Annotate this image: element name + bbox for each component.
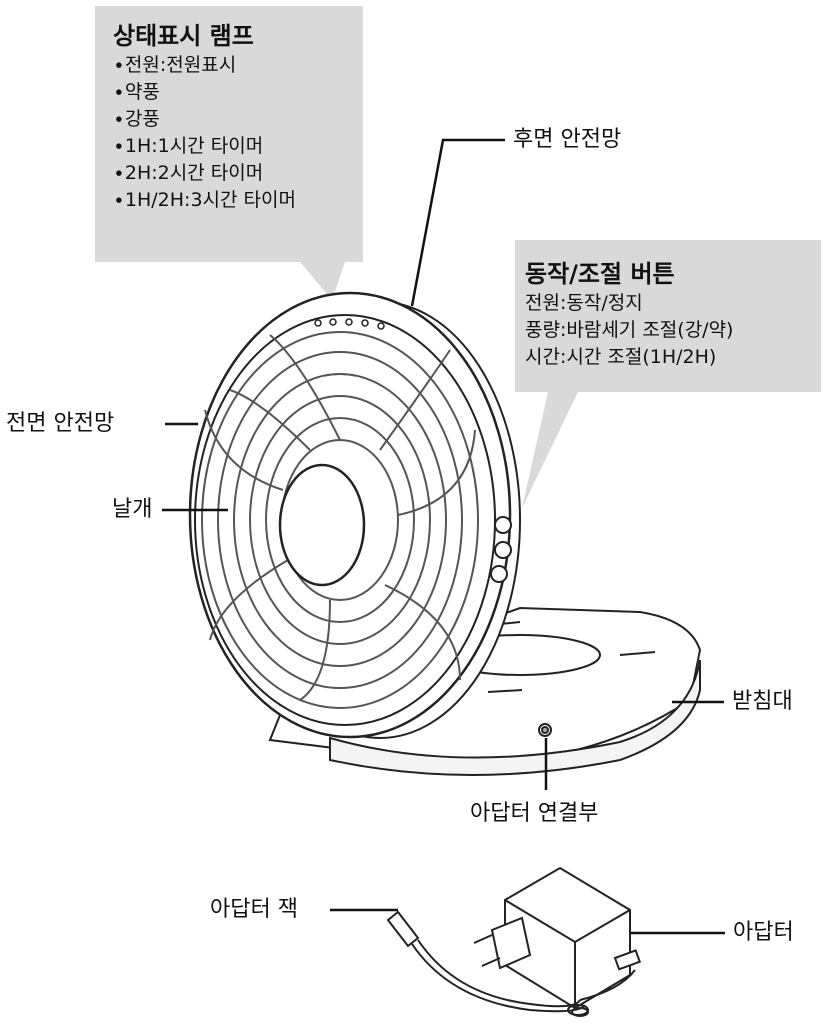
control-buttons-item: 전원:동작/정지 xyxy=(525,292,643,314)
control-buttons-item: 풍량:바람세기 조절(강/약) xyxy=(525,319,734,341)
label-front-guard: 전면 안전망 xyxy=(6,411,115,436)
status-lamp-item: ∙약풍 xyxy=(113,81,160,103)
status-lamp-item: ∙2H:2시간 타이머 xyxy=(113,162,264,184)
fan-hub xyxy=(278,463,366,587)
label-stand: 받침대 xyxy=(732,689,793,714)
label-rear-guard: 후면 안전망 xyxy=(513,127,622,152)
control-buttons-title: 동작/조절 버튼 xyxy=(525,260,675,288)
control-buttons-pointer xyxy=(522,392,578,508)
status-lamp-title: 상태표시 램프 xyxy=(113,22,254,50)
status-lamp-pointer xyxy=(300,262,345,300)
status-lamp-item: ∙1H:1시간 타이머 xyxy=(113,135,264,157)
control-buttons-item: 시간:시간 조절(1H/2H) xyxy=(525,346,717,368)
control-buttons-callout: 동작/조절 버튼 전원:동작/정지 풍량:바람세기 조절(강/약) 시간:시간 … xyxy=(515,240,821,392)
status-lamps xyxy=(314,318,385,330)
status-lamp-item: ∙전원:전원표시 xyxy=(113,54,237,76)
status-lamp-item: ∙1H/2H:3시간 타이머 xyxy=(113,189,296,211)
status-lamp-item: ∙강풍 xyxy=(113,108,160,130)
label-adapter: 아답터 xyxy=(733,920,794,945)
front-guard-grille xyxy=(201,331,479,709)
adapter xyxy=(473,866,642,1010)
label-adapter-jack: 아답터 잭 xyxy=(210,897,298,922)
status-lamp-callout: 상태표시 램프 ∙전원:전원표시 ∙약풍 ∙강풍 ∙1H:1시간 타이머 ∙2H… xyxy=(95,6,363,262)
label-blade: 날개 xyxy=(112,497,153,522)
leader-lines xyxy=(162,138,725,935)
adapter-cable xyxy=(386,910,636,1017)
control-buttons xyxy=(490,516,512,583)
label-adapter-port: 아답터 연결부 xyxy=(470,801,599,826)
